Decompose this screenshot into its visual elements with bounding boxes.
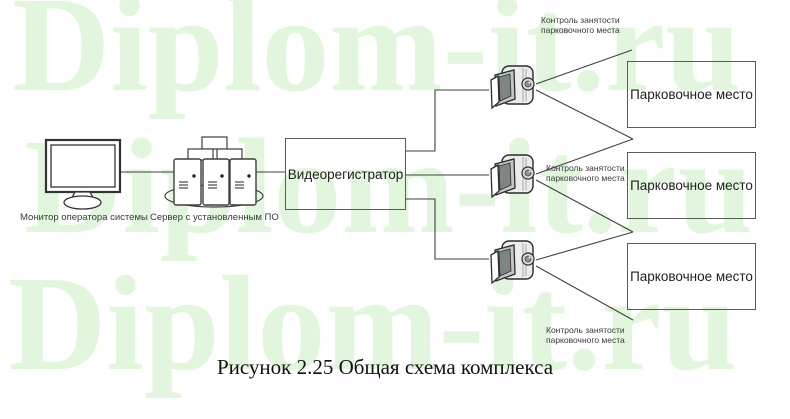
camera-icon [490,154,535,199]
control-label-line: Контроль занятости [546,163,625,173]
parking-box: Парковочное место [627,243,756,310]
server-label: Сервер с установленным ПО [150,212,279,223]
parking-label: Парковочное место [630,178,753,193]
parking-box: Парковочное место [627,61,756,128]
control-label: Контроль занятости парковочного места [546,163,625,183]
watermark-text: Diplom-it.ru [8,249,738,399]
control-label-line: парковочного места [541,25,620,35]
watermark-text: Diplom-it.ru [12,0,742,120]
dvr-label: Видеорегистратор [287,166,404,182]
control-label: Контроль занятости парковочного места [541,15,620,35]
control-label-line: парковочного места [546,335,625,345]
figure-caption: Рисунок 2.25 Общая схема комплекса [216,355,554,379]
control-label-line: парковочного места [546,173,625,183]
control-label-line: Контроль занятости [546,325,625,335]
monitor-icon [44,138,122,210]
monitor-label: Монитор оператора системы [20,212,148,223]
dvr-box: Видеорегистратор [285,138,406,210]
control-label: Контроль занятости парковочного места [546,325,625,345]
control-label-line: Контроль занятости [541,15,620,25]
parking-label: Парковочное место [630,87,753,102]
parking-label: Парковочное место [630,269,753,284]
server-icon [164,136,264,208]
camera-icon [490,240,535,285]
camera-icon [490,65,535,110]
parking-box: Парковочное место [627,152,756,219]
